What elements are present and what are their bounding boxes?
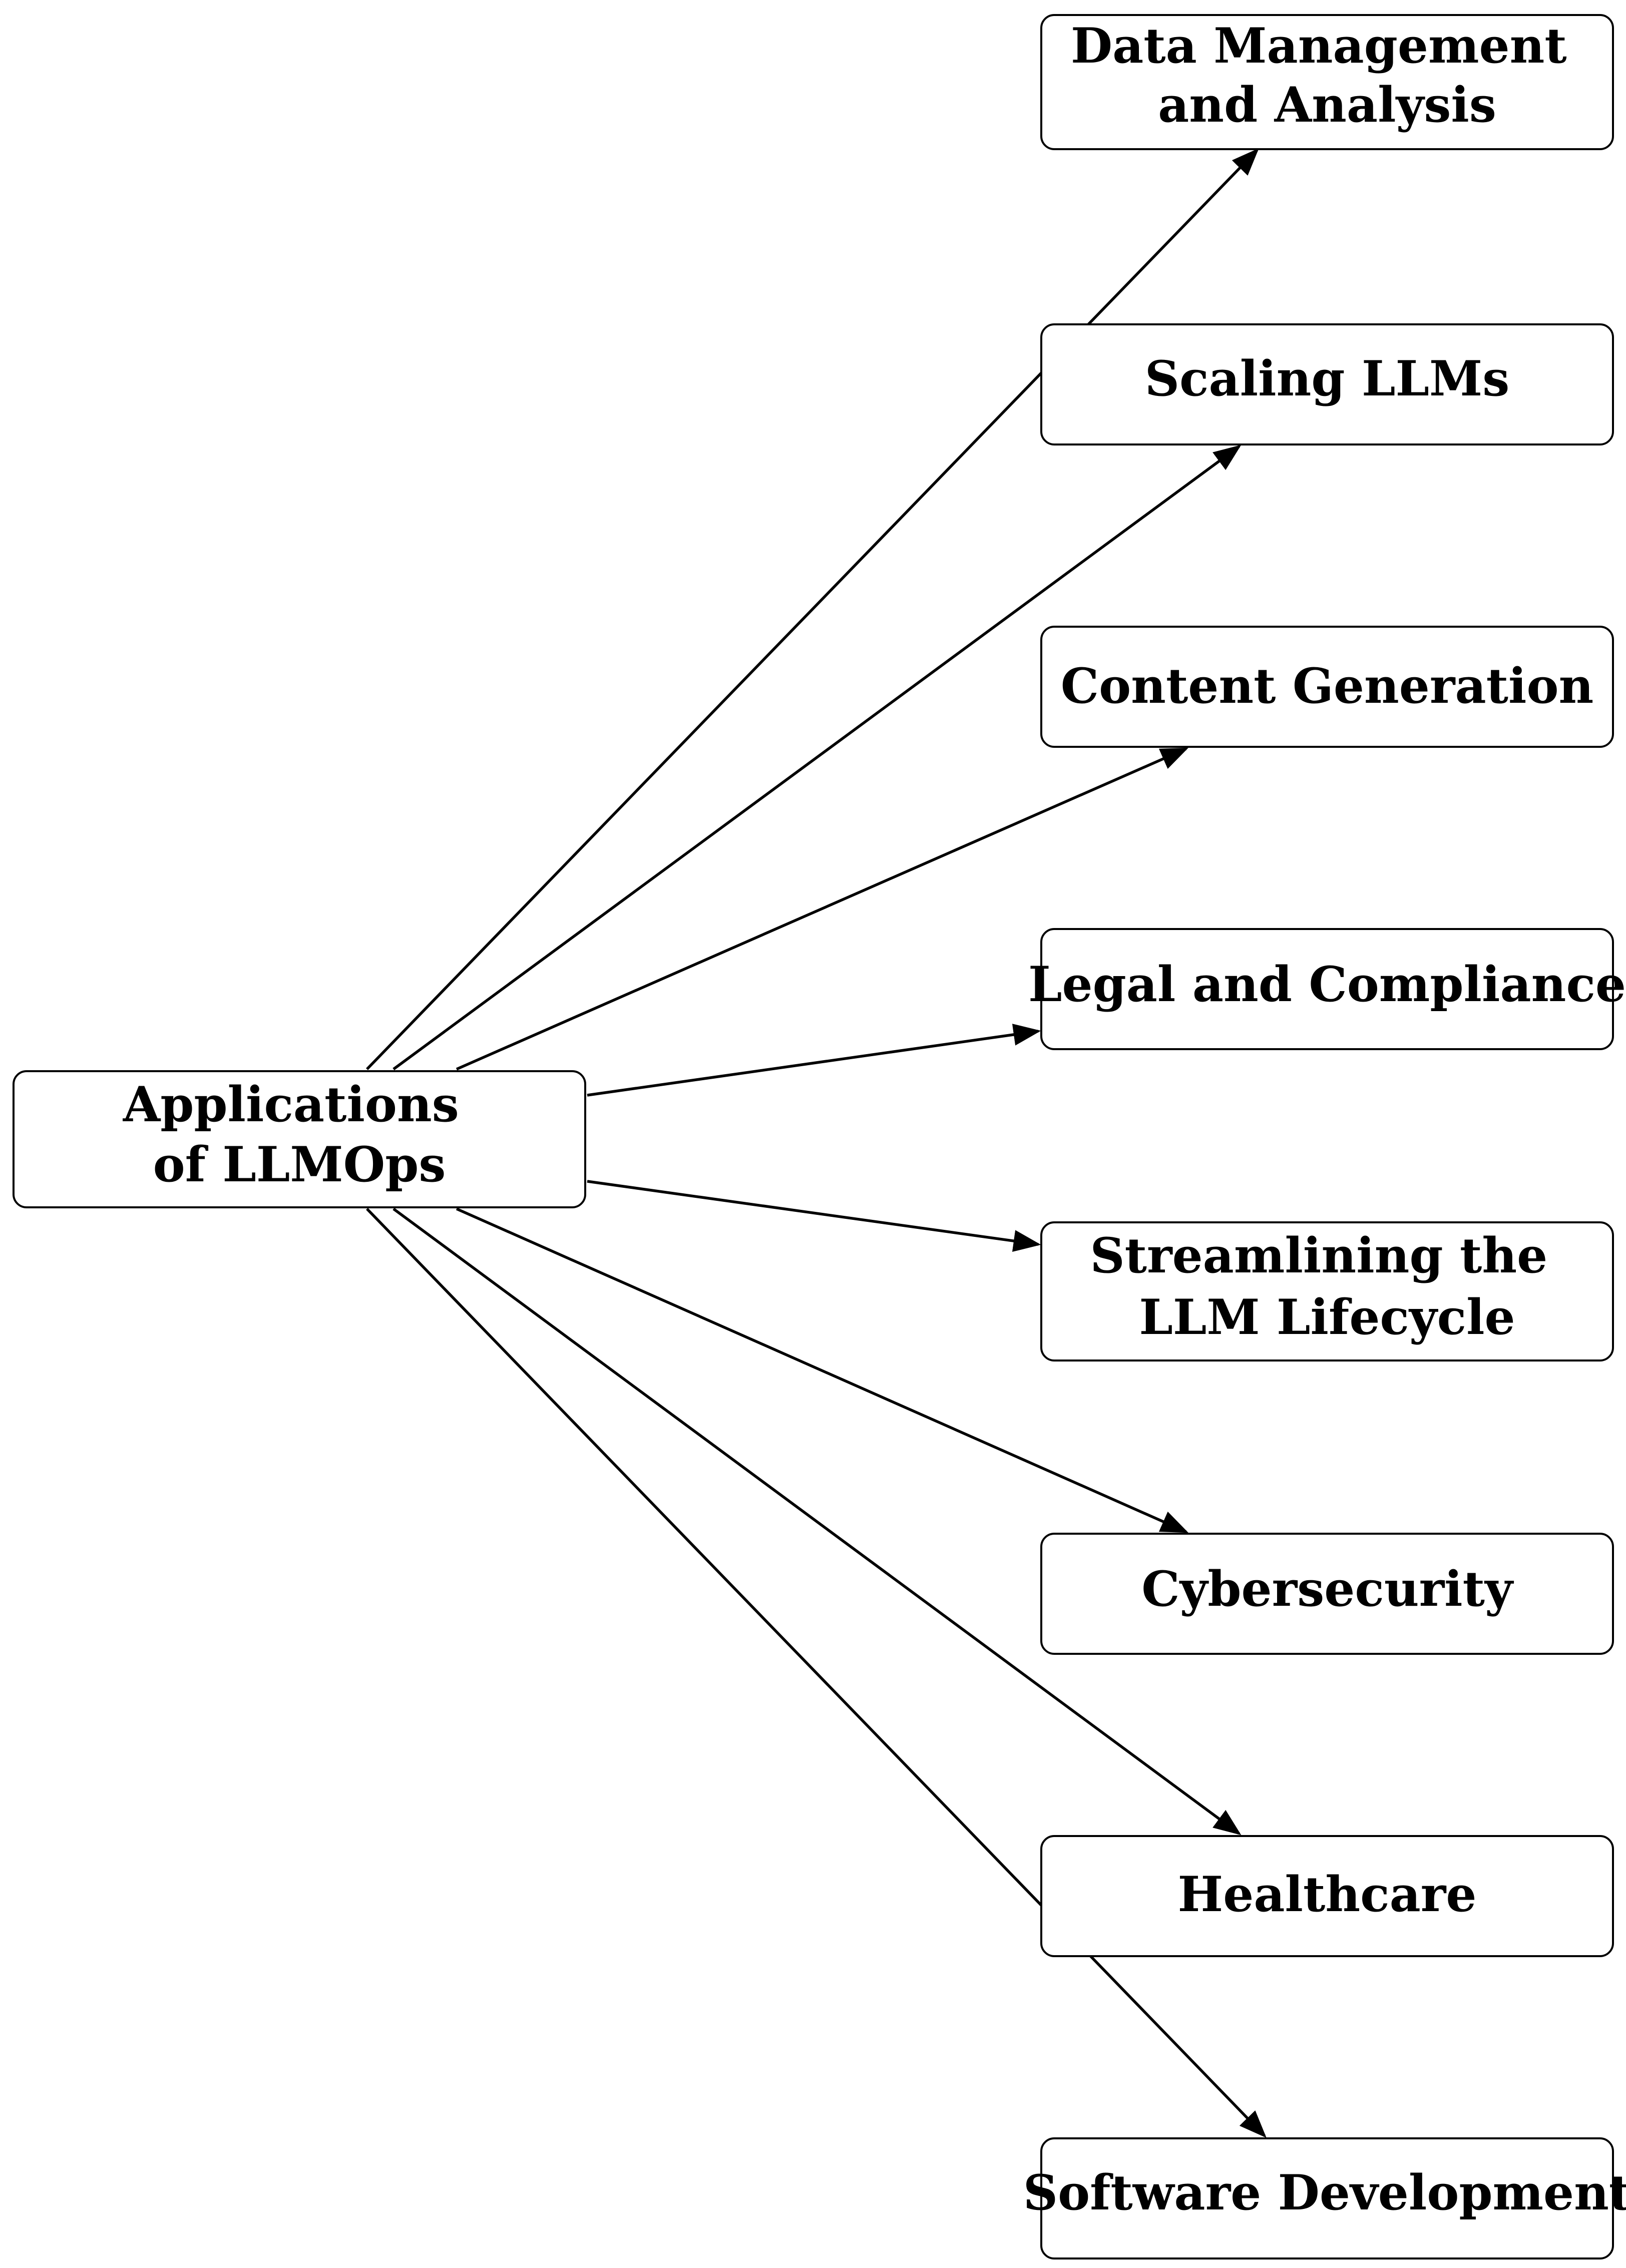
child-node-label: Content Generation [1061, 658, 1594, 714]
root-node-line-1: Applications [123, 1076, 459, 1133]
child-node-label: Scaling LLMs [1145, 350, 1510, 407]
arrow-to-streamlining-lifecycle [587, 1180, 1041, 1252]
child-node-line-1: Data Management [1071, 18, 1567, 74]
child-node-box [1040, 14, 1614, 150]
child-node-healthcare: Healthcare [1040, 1835, 1614, 1957]
child-node-label: Healthcare [1178, 1866, 1477, 1923]
child-node-label: Software Development [1023, 2164, 1626, 2221]
child-node-content-generation: Content Generation [1040, 626, 1614, 748]
arrow-to-healthcare [392, 1207, 1242, 1836]
child-node-label: Data Management and Analysis [1071, 18, 1583, 133]
child-node-line-1: Content Generation [1061, 658, 1594, 714]
child-node-line-2: LLM Lifecycle [1139, 1289, 1515, 1345]
child-node-legal-compliance: Legal and Compliance [1028, 928, 1626, 1050]
root-node: Applications of LLMOps [13, 1070, 586, 1208]
child-node-line-1: Scaling LLMs [1145, 350, 1510, 407]
child-node-box [1040, 1835, 1614, 1957]
arrow-to-software-development [366, 1208, 1267, 2138]
child-node-streamlining-lifecycle: Streamlining the LLM Lifecycle [1040, 1221, 1614, 1362]
root-node-line-2: of LLMOps [153, 1136, 446, 1193]
root-node-box [13, 1070, 586, 1208]
arrow-to-cybersecurity [456, 1207, 1189, 1533]
child-node-box [1040, 1533, 1614, 1655]
child-node-line-2: and Analysis [1158, 77, 1496, 133]
child-node-label: Cybersecurity [1141, 1561, 1514, 1617]
child-node-line-1: Healthcare [1178, 1866, 1477, 1923]
child-node-data-management: Data Management and Analysis [1040, 14, 1614, 150]
edges-group [366, 148, 1267, 2138]
child-node-box [1040, 928, 1614, 1050]
child-node-box [1040, 1221, 1614, 1362]
child-node-label: Legal and Compliance [1028, 956, 1626, 1013]
child-node-scaling-llms: Scaling LLMs [1040, 323, 1614, 445]
child-node-line-1: Cybersecurity [1141, 1561, 1514, 1617]
child-node-box [1040, 323, 1614, 445]
child-node-line-1: Legal and Compliance [1028, 956, 1626, 1013]
child-node-box [1040, 2137, 1614, 2259]
arrow-to-data-management [366, 148, 1259, 1070]
root-node-label: Applications of LLMOps [123, 1076, 476, 1193]
arrow-to-legal-compliance [587, 1024, 1041, 1097]
child-node-software-development: Software Development [1023, 2137, 1626, 2259]
child-node-label: Streamlining the LLM Lifecycle [1090, 1227, 1564, 1345]
child-node-line-1: Software Development [1023, 2164, 1626, 2221]
arrow-to-scaling-llms [392, 444, 1242, 1071]
child-node-box [1040, 626, 1614, 748]
arrow-to-content-generation [456, 747, 1189, 1071]
child-node-line-1: Streamlining the [1090, 1227, 1547, 1284]
child-node-cybersecurity: Cybersecurity [1040, 1533, 1614, 1655]
